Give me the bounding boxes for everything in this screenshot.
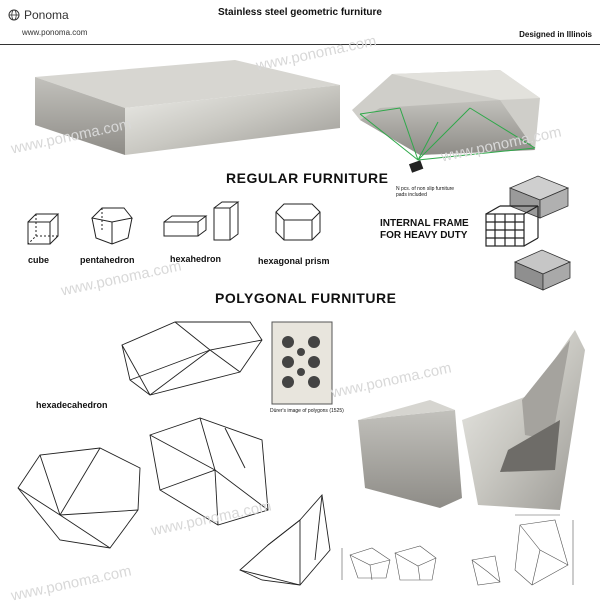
globe-icon [8,9,20,21]
polygonal-furniture-heading: POLYGONAL FURNITURE [215,290,397,306]
header-bar [0,0,600,45]
box-table-photo [35,60,340,155]
shape-label-hexahedron: hexahedron [170,254,222,264]
designed-label: Designed in Illinois [519,30,592,39]
page-title: Stainless steel geometric furniture [218,7,382,18]
shape-label-hexagonal-prism: hexagonal prism [258,256,330,266]
engraving-caption: Dürer's image of polygons (1525) [270,408,344,414]
engraving-image [271,321,333,405]
shape-label-cube: cube [28,255,50,265]
hexadecahedron-label: hexadecahedron [36,400,108,410]
regular-shapes [27,201,321,245]
shape-label-pentahedron: pentahedron [80,255,135,265]
polygon-table-photo [352,70,540,173]
brand[interactable]: Ponoma [8,8,69,22]
steel-chair-photo [358,330,585,510]
pads-note: N pcs. of non slip furniture pads includ… [396,186,455,198]
technical-drawings [341,514,574,586]
internal-frame-label: INTERNAL FRAME FOR HEAVY DUTY [380,218,469,241]
brand-name: Ponoma [24,8,69,22]
regular-furniture-heading: REGULAR FURNITURE [226,170,389,186]
internal-frame-graphic [485,175,571,291]
polygonal-sketches [17,321,331,586]
brand-site[interactable]: www.ponoma.com [22,28,88,37]
